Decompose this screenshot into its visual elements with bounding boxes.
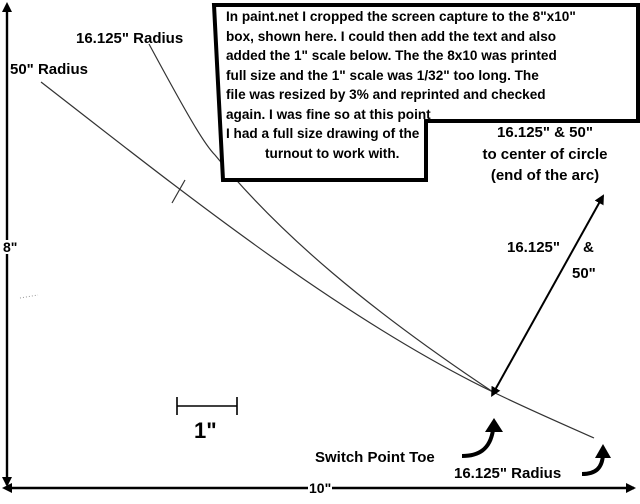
note-line: file was resized by 3% and reprinted and…	[226, 87, 546, 102]
scale-bar	[176, 397, 238, 415]
curve-tick-mark	[171, 179, 186, 204]
switch-point-toe-label: Switch Point Toe	[315, 449, 435, 466]
note-line: box, shown here. I could then add the te…	[226, 28, 557, 44]
center-of-circle-note: 16.125" & 50" to center of circle (end o…	[460, 122, 630, 187]
center-note-line: (end of the arc)	[490, 167, 600, 184]
bottom-radius-arrow	[581, 454, 605, 476]
radii-label-50: 50"	[572, 265, 596, 282]
height-dimension-label: 8"	[3, 239, 18, 255]
radius-16-continuation	[492, 391, 595, 439]
scale-label: 1"	[194, 418, 217, 443]
radii-label-ampersand: &	[583, 239, 594, 256]
width-dimension-label: 10"	[308, 480, 333, 496]
note-line: I had a full size drawing of the	[226, 126, 420, 141]
bottom-radius-arrowhead	[595, 444, 611, 458]
center-note-line: to center of circle	[482, 145, 608, 163]
radius-arrow	[491, 194, 604, 397]
radii-label-16: 16.125"	[507, 239, 560, 256]
faint-dotted-mark	[19, 294, 39, 299]
note-line: again. I was fine so at this point	[226, 106, 431, 122]
radius-16-label: 16.125" Radius	[76, 30, 184, 47]
note-line: In paint.net I cropped the screen captur…	[226, 9, 576, 24]
switch-point-arrow	[461, 429, 495, 458]
radius-16-curve	[148, 43, 494, 393]
note-text: In paint.net I cropped the screen captur…	[226, 7, 636, 163]
bottom-radius-label: 16.125" Radius	[454, 465, 562, 482]
note-callout-box	[211, 3, 640, 182]
note-line: turnout to work with.	[265, 145, 400, 161]
switch-point-arrowhead	[485, 418, 503, 432]
note-line: added the 1" scale below. The the 8x10 w…	[226, 48, 557, 63]
radius-50-curve	[40, 81, 494, 393]
radius-50-label: 50" Radius	[10, 61, 88, 78]
note-line: full size and the 1" scale was 1/32" too…	[226, 67, 539, 83]
center-note-line: 16.125" & 50"	[497, 124, 593, 141]
